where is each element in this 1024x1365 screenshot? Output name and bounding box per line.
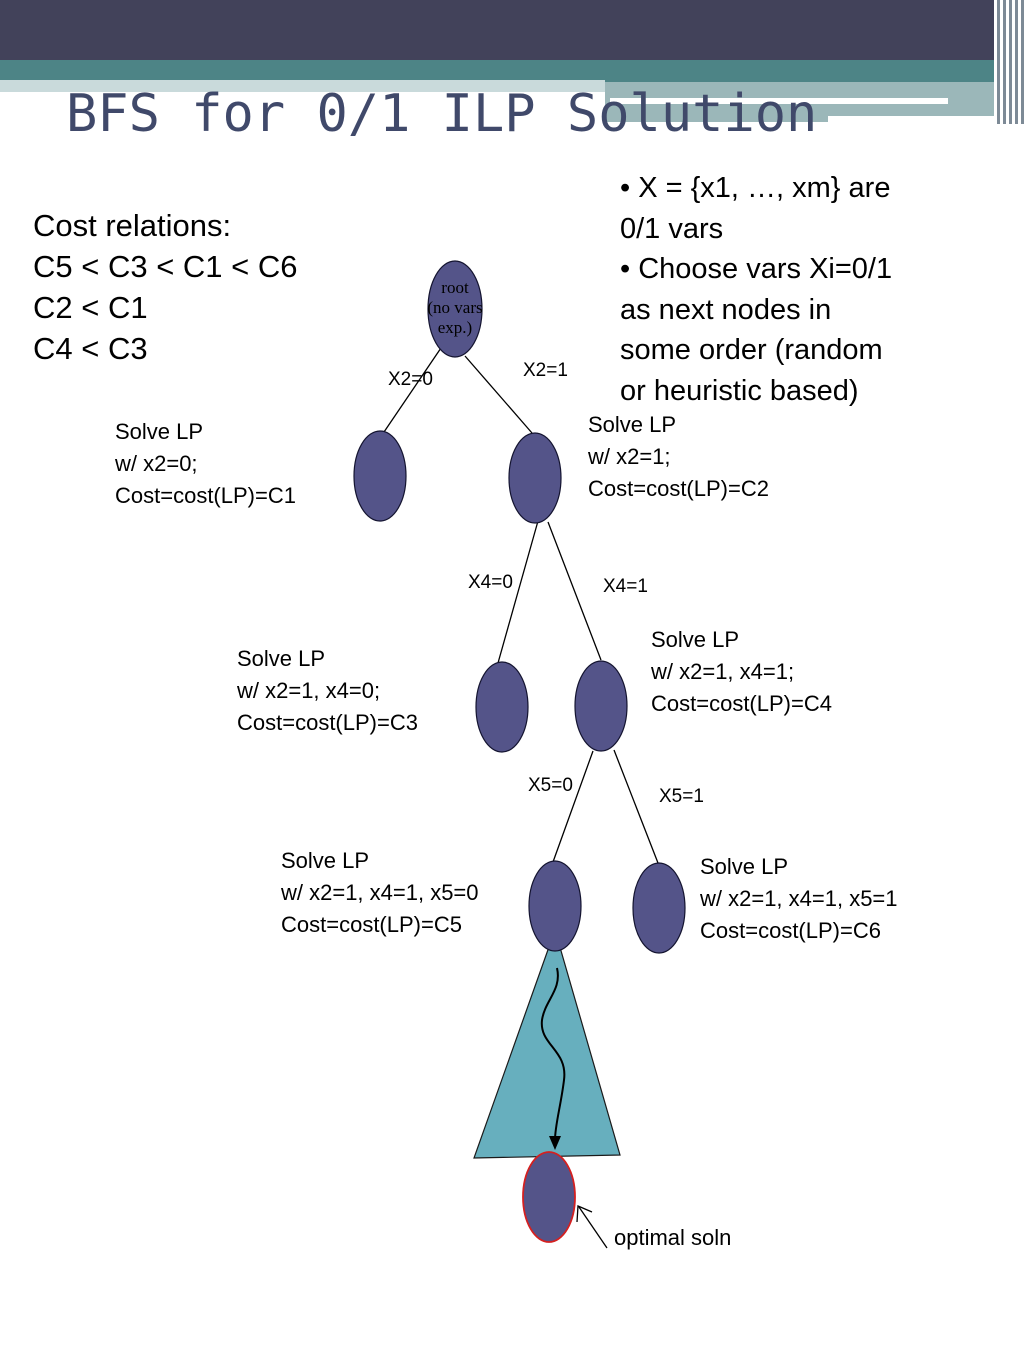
- edge-label-x4-1: X4=1: [603, 576, 648, 597]
- header-white-stripe: [610, 98, 948, 104]
- node-x4-0-annotation: Solve LP w/ x2=1, x4=0; Cost=cost(LP)=C3: [237, 643, 418, 739]
- annotation-line: Solve LP: [588, 412, 677, 437]
- annotation-line: Cost=cost(LP)=C1: [115, 483, 296, 508]
- cost-relation-2: C2 < C1: [33, 290, 148, 325]
- header-teal-band: [0, 60, 1024, 82]
- header-vertical-stripes: [994, 0, 1024, 124]
- bullet-2-line-4: or heuristic based): [620, 374, 859, 407]
- edge-x5-0-line: [552, 750, 594, 863]
- annotation-line: Cost=cost(LP)=C3: [237, 710, 418, 735]
- node-x2-0: [353, 430, 407, 522]
- root-label: root (no vars exp.): [405, 278, 505, 338]
- slide-title: BFS for 0/1 ILP Solution: [66, 84, 818, 144]
- edge-label-x5-0: X5=0: [528, 775, 573, 796]
- cost-relation-3: C4 < C3: [33, 331, 148, 366]
- optimal-solution-label: optimal soln: [614, 1225, 732, 1250]
- bullet-2-line-2: as next nodes in: [620, 293, 832, 326]
- annotation-line: w/ x2=1, x4=1, x5=0: [281, 880, 479, 905]
- root-node: [427, 260, 483, 358]
- edge-x5-1-line: [613, 749, 659, 864]
- node-x5-1: [632, 862, 686, 954]
- annotation-line: w/ x2=1, x4=1, x5=1: [700, 886, 898, 911]
- edge-x2-1-line: [464, 355, 533, 434]
- header-light-band: [0, 80, 605, 92]
- edge-label-x2-0: X2=0: [388, 369, 433, 390]
- node-x4-1: [574, 660, 628, 752]
- node-x2-0-annotation: Solve LP w/ x2=0; Cost=cost(LP)=C1: [115, 416, 296, 512]
- subtree-triangle: [473, 928, 621, 1159]
- annotation-line: Cost=cost(LP)=C4: [651, 691, 832, 716]
- annotation-line: Cost=cost(LP)=C6: [700, 918, 881, 943]
- optimal-pointer-head: [576, 1205, 593, 1223]
- annotation-line: w/ x2=1, x4=1;: [651, 659, 795, 684]
- annotation-line: Solve LP: [700, 854, 789, 879]
- node-x4-1-annotation: Solve LP w/ x2=1, x4=1; Cost=cost(LP)=C4: [651, 624, 832, 720]
- annotation-line: Solve LP: [115, 419, 204, 444]
- edge-label-x5-1: X5=1: [659, 786, 704, 807]
- bullet-1-line-2: 0/1 vars: [620, 212, 724, 245]
- optimal-pointer-line: [578, 1206, 608, 1249]
- bullet-2-line-3: some order (random: [620, 334, 883, 366]
- cost-relations: Cost relations: C5 < C3 < C1 < C6 C2 < C…: [33, 205, 298, 369]
- node-x4-0: [475, 661, 529, 753]
- bullet-list: • X = {x1, …, xm} are 0/1 vars • Choose …: [620, 168, 892, 411]
- header-bar: [0, 0, 1024, 60]
- edge-label-x2-1: X2=1: [523, 360, 568, 381]
- header-white-stripe-2: [828, 116, 1024, 126]
- annotation-line: Solve LP: [281, 848, 370, 873]
- edge-x4-0-line: [497, 520, 539, 664]
- node-x2-1: [508, 432, 562, 524]
- root-label-line-1: root: [441, 278, 469, 297]
- search-path-arrow: [540, 967, 566, 1141]
- annotation-line: Solve LP: [237, 646, 326, 671]
- node-x5-0: [528, 860, 582, 952]
- cost-relations-heading: Cost relations:: [33, 208, 232, 243]
- annotation-line: Cost=cost(LP)=C5: [281, 912, 462, 937]
- edge-x4-1-line: [547, 521, 602, 661]
- bullet-1-line-1: • X = {x1, …, xm} are: [620, 172, 891, 204]
- annotation-line: w/ x2=0;: [115, 451, 198, 476]
- root-label-line-2: (no vars: [427, 298, 483, 317]
- root-label-line-3: exp.): [437, 318, 473, 337]
- cost-relation-1: C5 < C3 < C1 < C6: [33, 249, 298, 284]
- edge-x2-0-line: [383, 344, 444, 433]
- node-x2-1-annotation: Solve LP w/ x2=1; Cost=cost(LP)=C2: [588, 409, 769, 505]
- bullet-2-line-1: • Choose vars Xi=0/1: [620, 253, 893, 285]
- annotation-line: w/ x2=1, x4=0;: [237, 678, 381, 703]
- node-x5-1-annotation: Solve LP w/ x2=1, x4=1, x5=1 Cost=cost(L…: [700, 851, 898, 947]
- optimal-node: [522, 1151, 576, 1243]
- annotation-line: Cost=cost(LP)=C2: [588, 476, 769, 501]
- annotation-line: w/ x2=1;: [588, 444, 671, 469]
- search-path-arrowhead: [549, 1136, 561, 1150]
- edge-label-x4-0: X4=0: [468, 572, 513, 593]
- annotation-line: Solve LP: [651, 627, 740, 652]
- node-x5-0-annotation: Solve LP w/ x2=1, x4=1, x5=0 Cost=cost(L…: [281, 845, 479, 941]
